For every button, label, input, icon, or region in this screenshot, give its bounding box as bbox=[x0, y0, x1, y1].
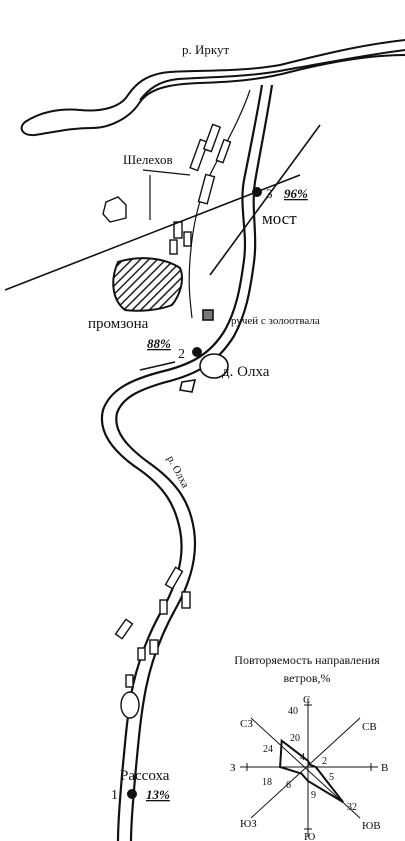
road bbox=[142, 89, 251, 319]
label-river-olkha: р. Олха bbox=[164, 454, 191, 490]
irkut-river bbox=[20, 39, 405, 137]
dir-s: Ю bbox=[304, 831, 315, 841]
label-river-irkut: р. Иркут bbox=[182, 42, 230, 57]
dir-e: В bbox=[381, 762, 388, 774]
val-s: 9 bbox=[311, 790, 316, 801]
val-nw: 24 bbox=[263, 744, 273, 755]
point-1-number: 1 bbox=[111, 788, 118, 803]
rassokha-buildings bbox=[114, 566, 191, 719]
label-olkha-village: д. Олха bbox=[222, 364, 270, 380]
wind-rose-title-line1: Повторяемость направления bbox=[234, 653, 380, 667]
val-ne: 2 bbox=[322, 756, 327, 767]
point-1-percent: 13% bbox=[146, 787, 170, 802]
label-promzona: промзона bbox=[88, 316, 149, 332]
scale-20: 20 bbox=[290, 733, 300, 744]
point-3-number: 3 bbox=[266, 186, 273, 201]
sampling-points bbox=[127, 187, 262, 799]
scale-40: 40 bbox=[288, 706, 298, 717]
point-2-marker bbox=[192, 347, 202, 357]
dir-sw: ЮЗ bbox=[240, 818, 257, 830]
dir-se: ЮВ bbox=[362, 820, 381, 832]
label-shelekhov: Шелехов bbox=[123, 152, 173, 167]
dir-nw: СЗ bbox=[240, 718, 253, 730]
val-sw: 6 bbox=[286, 780, 291, 791]
label-rassokha: Рассоха bbox=[120, 768, 170, 784]
wind-rose: Повторяемость направления ветров,% С СВ … bbox=[230, 653, 388, 841]
wind-rose-polygon bbox=[279, 738, 344, 803]
shelekhov-buildings bbox=[102, 123, 232, 255]
val-e: 5 bbox=[329, 772, 334, 783]
val-w: 18 bbox=[262, 777, 272, 788]
railway-lines bbox=[4, 124, 321, 291]
point-2-number: 2 bbox=[178, 347, 185, 362]
wind-rose-title-line2: ветров,% bbox=[284, 671, 331, 685]
point-3-percent: 96% bbox=[284, 186, 308, 201]
label-ruchei: ручей с золоотвала bbox=[231, 315, 320, 327]
val-n: 4 bbox=[300, 752, 305, 763]
promzona-area bbox=[112, 257, 183, 312]
point-2-percent: 88% bbox=[147, 336, 171, 351]
dir-w: З bbox=[230, 762, 236, 774]
dir-n: С bbox=[303, 694, 310, 706]
point-1-marker bbox=[127, 789, 137, 799]
label-most: мост bbox=[262, 209, 297, 228]
olkha-village bbox=[139, 309, 229, 393]
point-3-marker bbox=[252, 187, 262, 197]
val-se: 32 bbox=[347, 802, 357, 813]
dir-ne: СВ bbox=[362, 721, 377, 733]
